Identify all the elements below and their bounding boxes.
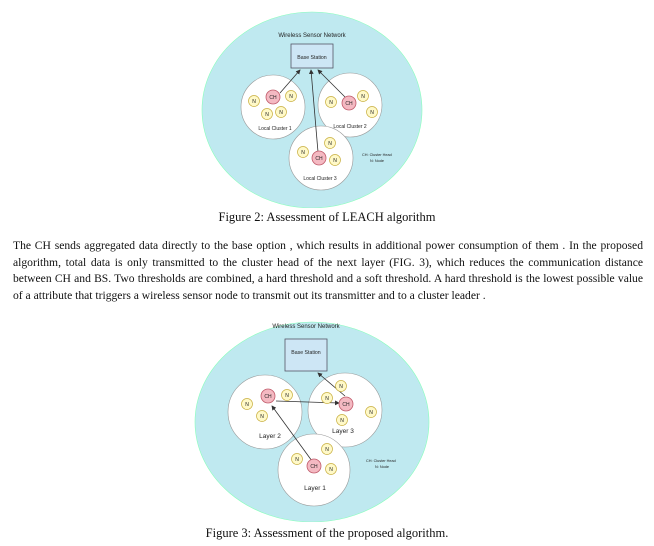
sensor-node <box>285 90 297 102</box>
sensor-node <box>329 154 341 166</box>
base-station-label: Base Station <box>291 350 321 356</box>
cluster-head <box>306 458 322 474</box>
node-label: N <box>325 447 329 453</box>
sensor-node <box>335 380 347 392</box>
node-label: N <box>285 393 289 399</box>
node-label: N <box>361 94 365 100</box>
arrow-l1-l2 <box>271 405 313 462</box>
cluster-head <box>311 150 327 166</box>
sensor-node <box>336 414 348 426</box>
layer-2-nodes: CH N N N <box>241 388 293 422</box>
legend-node: N: Node <box>370 159 384 163</box>
layer-2-label: Layer 2 <box>259 433 281 440</box>
node-label: N <box>252 99 256 105</box>
node-label: N <box>370 110 374 116</box>
head-label: CH <box>315 156 323 162</box>
node-label: N <box>301 150 305 156</box>
sensor-node <box>281 389 293 401</box>
node-label: N <box>295 457 299 463</box>
layer-3-nodes: CH N N N N <box>321 380 377 426</box>
sensor-node <box>261 108 273 120</box>
sensor-node <box>248 95 260 107</box>
network-title: Wireless Sensor Network <box>278 33 346 39</box>
layer-3-label: Layer 3 <box>332 428 354 435</box>
sensor-node <box>256 410 268 422</box>
sensor-node <box>324 137 336 149</box>
sensor-node <box>366 106 378 118</box>
figure-2: Wireless Sensor Network Base Station CH … <box>0 0 654 208</box>
sensor-node <box>321 443 333 455</box>
figure-2-caption: Figure 2: Assessment of LEACH algorithm <box>218 210 436 224</box>
arrow-ch3-bs <box>308 69 319 153</box>
sensor-node <box>241 398 253 410</box>
sensor-node <box>321 392 333 404</box>
node-label: N <box>329 467 333 473</box>
legend-cluster-head: CH: Cluster Head <box>362 153 392 157</box>
arrow-ch1-bs <box>279 69 301 94</box>
node-label: N <box>329 100 333 106</box>
node-label: N <box>260 414 264 420</box>
body-paragraph: The CH sends aggregated data directly to… <box>13 239 643 302</box>
legend-node: N: Node <box>375 465 389 469</box>
legend-cluster-head: CH: Cluster Head <box>366 459 396 463</box>
sensor-node <box>325 463 337 475</box>
network-area <box>201 11 423 208</box>
node-label: N <box>333 158 337 164</box>
layer-1-nodes: CH N N N <box>291 443 337 475</box>
node-label: N <box>289 94 293 100</box>
sensor-node <box>357 90 369 102</box>
base-station <box>290 43 334 69</box>
head-label: CH <box>342 402 350 408</box>
sensor-node <box>291 453 303 465</box>
head-label: CH <box>345 101 353 107</box>
base-station-label: Base Station <box>297 55 327 61</box>
sensor-node <box>275 106 287 118</box>
cluster-head <box>265 89 281 105</box>
cluster-2-label: Local Cluster 2 <box>333 124 367 130</box>
node-label: N <box>265 112 269 118</box>
layer-1-label: Layer 1 <box>304 485 326 492</box>
node-label: N <box>328 141 332 147</box>
node-label: N <box>340 418 344 424</box>
node-label: N <box>369 410 373 416</box>
cluster-head <box>338 396 354 412</box>
head-label: CH <box>269 95 277 101</box>
base-station <box>284 338 328 372</box>
sensor-node <box>325 96 337 108</box>
cluster-3-label: Local Cluster 3 <box>303 176 337 182</box>
cluster-1-nodes: CH N N N N <box>248 89 297 120</box>
figure-3-caption: Figure 3: Assessment of the proposed alg… <box>205 526 449 540</box>
head-label: CH <box>310 464 318 470</box>
network-title: Wireless Sensor Network <box>272 324 340 330</box>
sensor-node <box>297 146 309 158</box>
figure-3: Wireless Sensor Network Base Station CH … <box>0 312 654 522</box>
node-label: N <box>339 384 343 390</box>
node-label: N <box>325 396 329 402</box>
cluster-1-label: Local Cluster 1 <box>258 126 292 132</box>
cluster-3-nodes: CH N N N <box>297 137 341 166</box>
node-label: N <box>279 110 283 116</box>
cluster-head <box>260 388 276 404</box>
node-label: N <box>245 402 249 408</box>
sensor-node <box>365 406 377 418</box>
head-label: CH <box>264 394 272 400</box>
cluster-2-nodes: CH N N N <box>325 90 378 118</box>
arrow-l3-bs <box>317 372 346 397</box>
arrow-ch2-bs <box>317 69 346 98</box>
cluster-head <box>341 95 357 111</box>
